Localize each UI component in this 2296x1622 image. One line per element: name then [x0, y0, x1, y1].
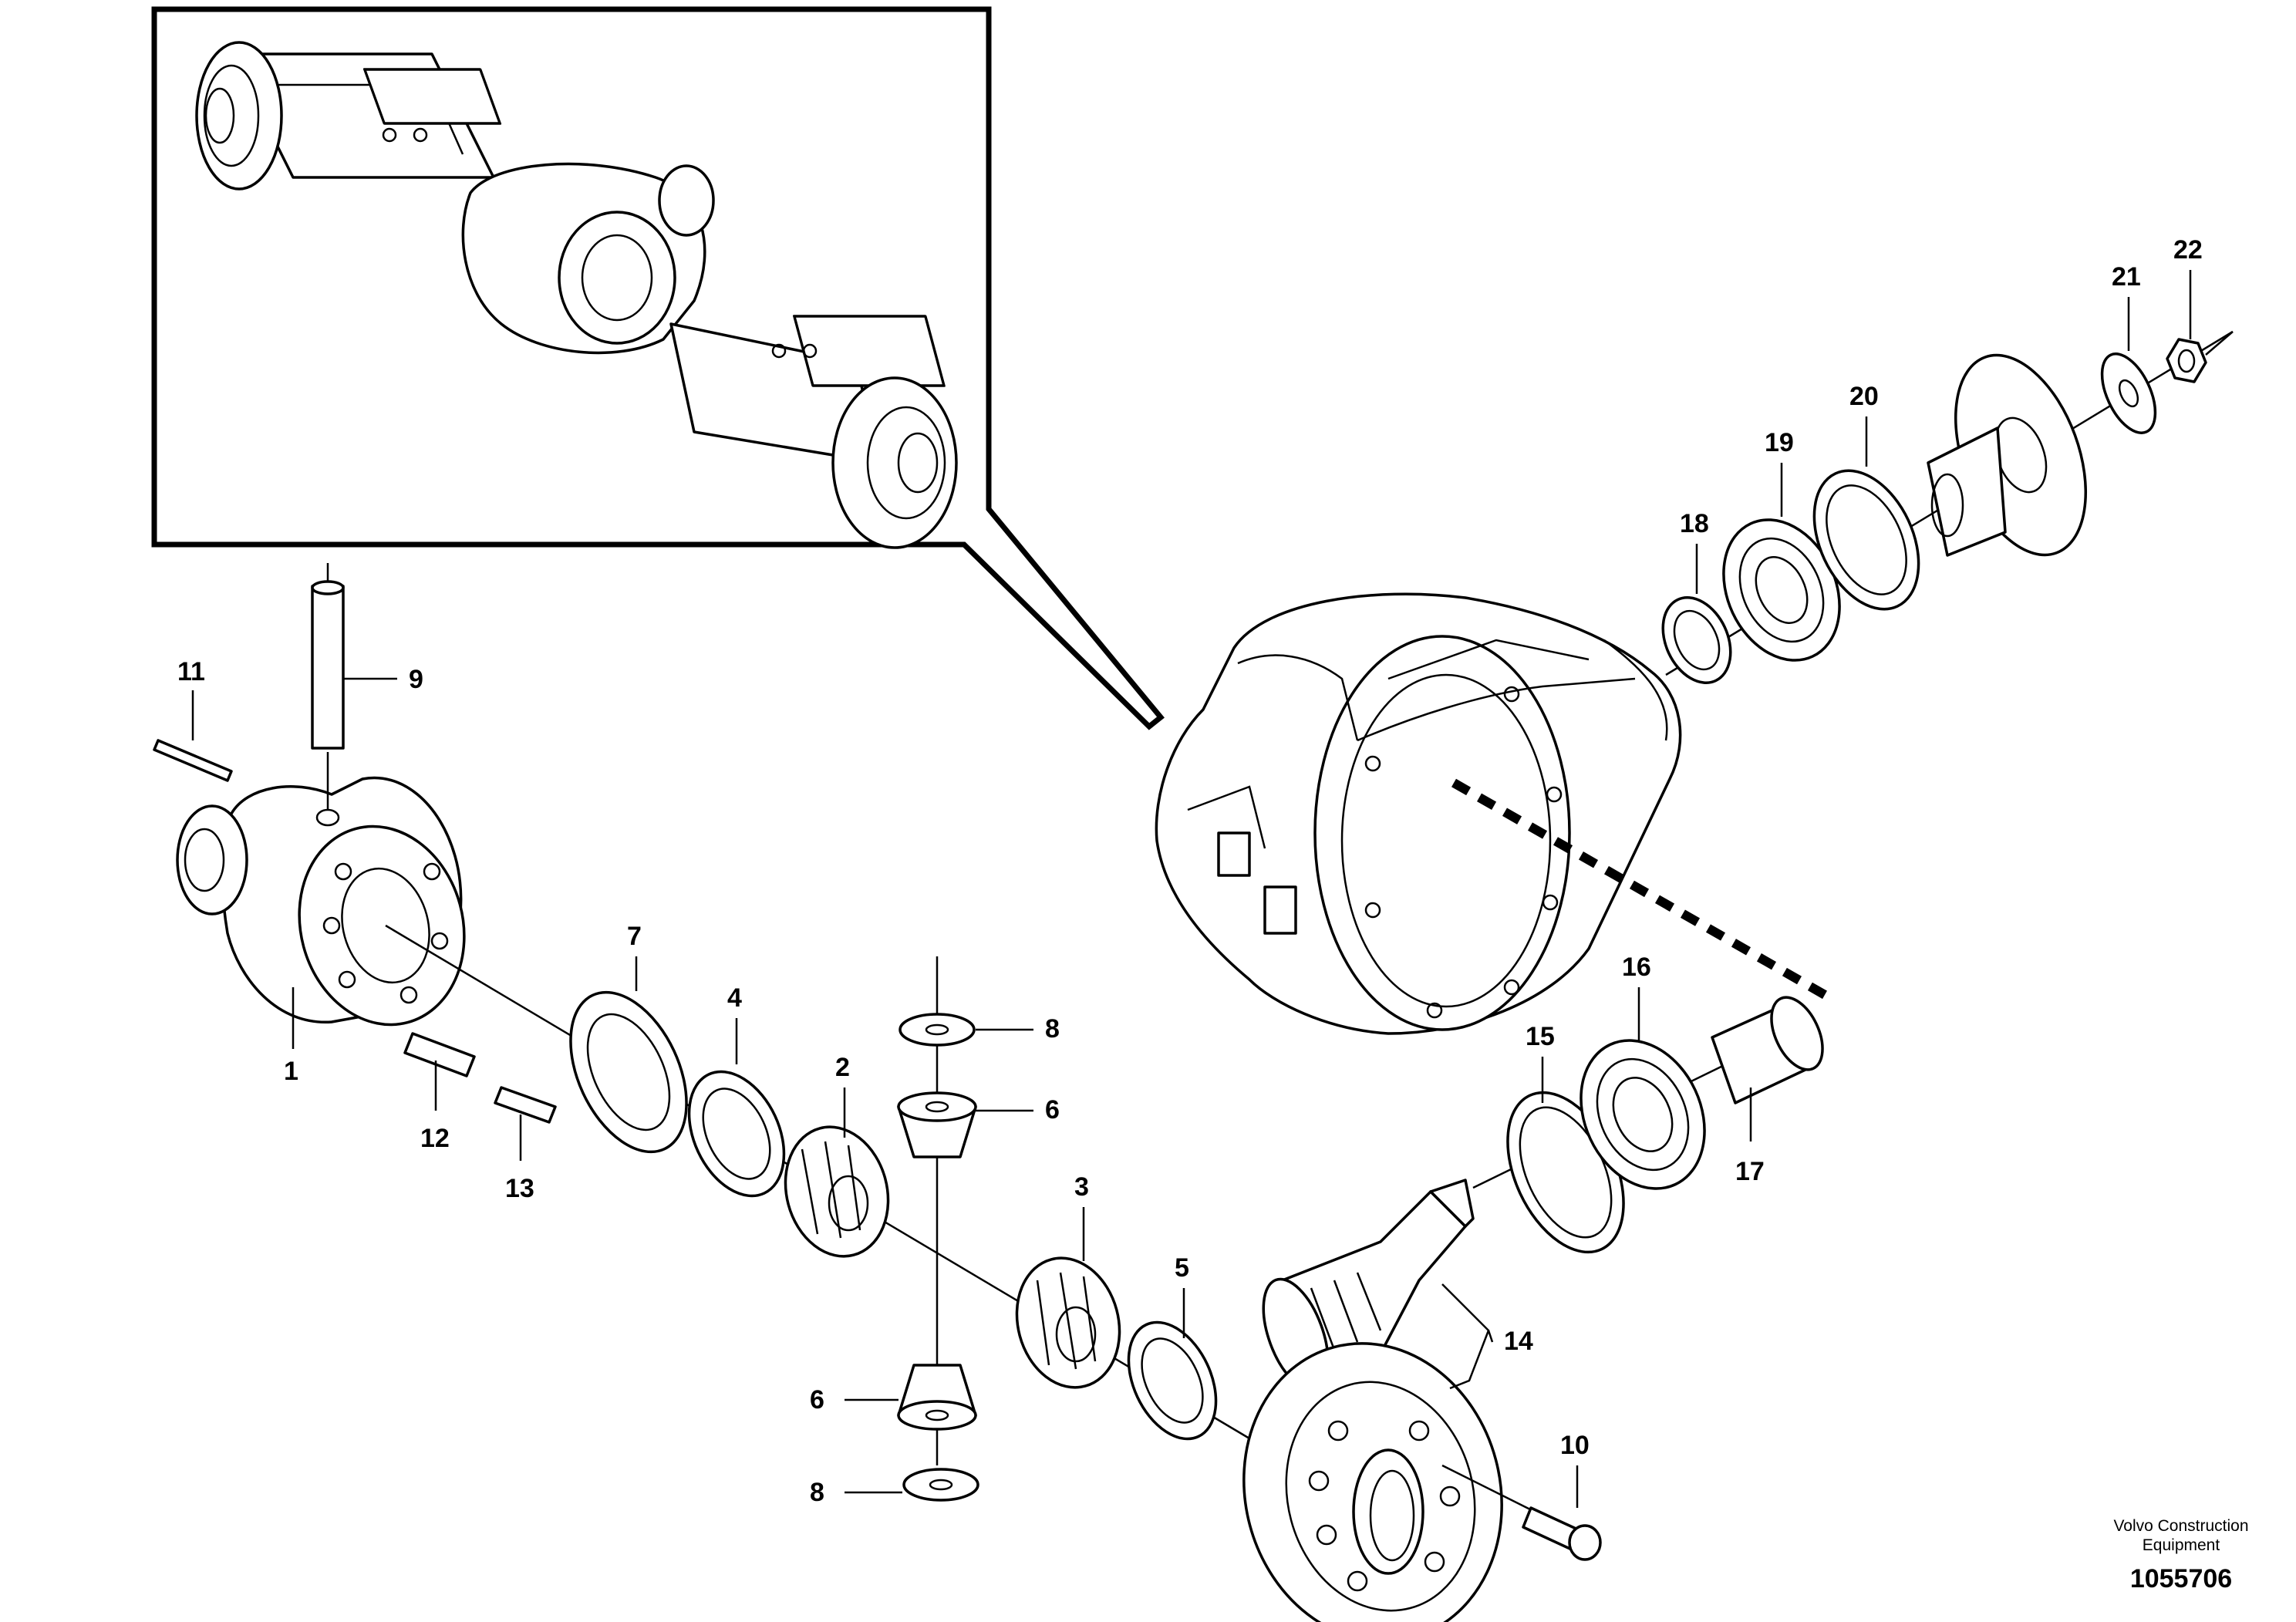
part-8-thrust-washer-lower [902, 1468, 979, 1502]
part-6-differential-pinion-lower [897, 1364, 977, 1431]
axle-overview-inset [151, 6, 1165, 730]
part-8-thrust-washer-upper [899, 1013, 976, 1047]
label-6-lower: 6 [810, 1385, 824, 1415]
label-5: 5 [1175, 1253, 1189, 1283]
part-6-differential-pinion-upper [897, 1091, 977, 1158]
part-3-side-gear [1015, 1256, 1121, 1389]
credit-line-2: Equipment [2143, 1536, 2220, 1554]
part-21-washer [2100, 352, 2157, 434]
part-labels: 9 11 1 12 13 7 4 2 8 6 3 5 6 8 10 14 15 … [177, 235, 2203, 1507]
inset-callout-frame [151, 6, 1165, 730]
part-12-spring-pin [403, 1032, 476, 1077]
label-19: 19 [1765, 428, 1794, 457]
label-11: 11 [177, 657, 205, 686]
part-14-crown-wheel [1242, 1342, 1503, 1622]
label-7: 7 [627, 922, 642, 951]
label-8-lower: 8 [810, 1478, 824, 1507]
part-20-seal-ring [1812, 469, 1920, 611]
label-3: 3 [1074, 1172, 1089, 1202]
label-15: 15 [1526, 1022, 1555, 1051]
label-18: 18 [1680, 509, 1709, 538]
label-20: 20 [1849, 382, 1879, 411]
installation-dashed-line [1451, 778, 1834, 1003]
label-6-upper: 6 [1045, 1095, 1060, 1125]
label-10: 10 [1560, 1431, 1590, 1460]
part-17-bearing-cup [1711, 996, 1824, 1104]
part-16-roller-bearing [1580, 1039, 1706, 1190]
part-companion-flange [1927, 353, 2088, 557]
label-12: 12 [420, 1124, 450, 1153]
leader-lines [191, 270, 2234, 1508]
drawing-number: 1055706 [2130, 1564, 2232, 1593]
label-14: 14 [1504, 1327, 1533, 1356]
label-9: 9 [409, 665, 423, 694]
label-2: 2 [835, 1053, 850, 1082]
label-22: 22 [2173, 235, 2203, 265]
differential-carrier-housing [1155, 592, 1682, 1035]
label-13: 13 [505, 1174, 534, 1203]
label-17: 17 [1735, 1157, 1765, 1186]
part-11-locking-pin [153, 739, 233, 782]
part-4-thrust-washer [687, 1070, 786, 1198]
label-1: 1 [284, 1057, 298, 1086]
publisher-credit: Volvo Construction Equipment 1055706 [2113, 1517, 2248, 1593]
part-5-thrust-washer [1127, 1320, 1218, 1441]
label-8-upper: 8 [1045, 1014, 1060, 1044]
label-16: 16 [1622, 953, 1651, 982]
part-10-bolt [1522, 1506, 1602, 1561]
credit-line-1: Volvo Construction [2113, 1517, 2248, 1535]
label-21: 21 [2112, 262, 2141, 292]
part-13-spring-pin [494, 1086, 557, 1124]
part-22-nut [2166, 338, 2207, 383]
part-18-bearing-race [1661, 596, 1732, 684]
part-7-taper-bearing [569, 990, 688, 1154]
part-1-differential-case [176, 776, 466, 1027]
part-9-cross-shaft [311, 563, 345, 810]
part-2-side-gear [784, 1125, 890, 1258]
label-4: 4 [727, 983, 742, 1013]
